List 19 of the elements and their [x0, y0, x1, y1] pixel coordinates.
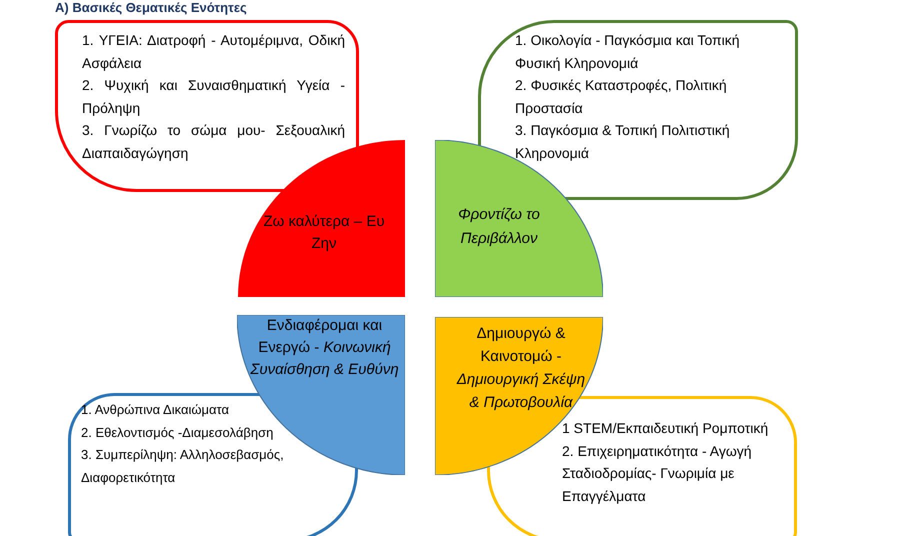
- list-item-text: 1. Οικολογία - Παγκόσμια και Τοπική Φυσική Κληρονομιά: [515, 31, 741, 73]
- theme-title: Ενδιαφέρομαι και Ενεργώ - Κοινωνική Συναίσθηση & Ευθύνη: [249, 316, 400, 380]
- list-item-text: 2. Φυσικές Καταστροφές, Πολιτική Προστασία: [515, 76, 728, 118]
- quarter-circle-segment: [435, 140, 603, 297]
- list-item-text: 2. Επιχειρηματικότητα - Αγωγή Σταδιοδρομίας- Γνωριμία με Επαγγέλματα: [562, 442, 753, 506]
- list-item-text: 2. Ψυχική και Συναισθηματική Υγεία - Πρόληψη: [82, 76, 345, 118]
- theme-title: Δημιουργώ & Καινοτομώ - Δημιουργική Σκέψη & Πρωτοβουλία: [456, 324, 586, 413]
- list-item-text: 3. Γνωρίζω το σώμα μου- Σεξουαλική Διαπαιδαγώγηση: [82, 121, 345, 163]
- rounded-panel: [68, 393, 358, 536]
- quarter-circle-segment: [238, 140, 405, 297]
- theme-title: Φροντίζω το Περιβάλλον: [457, 205, 541, 249]
- list-item-text: 1 STEM/Εκπαιδευτική Ρομποτική: [562, 419, 768, 438]
- list-item-text: 3. Παγκόσμια & Τοπική Πολιτιστική Κληρονομιά: [515, 121, 731, 163]
- list-item-text: 1. Ανθρώπινα Δικαιώματα: [81, 401, 229, 419]
- list-item-text: 1. ΥΓΕΙΑ: Διατροφή - Αυτομέριμνα, Οδική Ασφάλεια: [82, 31, 345, 73]
- list-item-text: 3. Συμπερίληψη: Αλληλοσεβασμός, Διαφορετικότητα: [81, 446, 285, 487]
- diagram-title: Α) Βασικές Θεματικές Ενότητες: [55, 0, 247, 15]
- theme-title: Ζω καλύτερα – Ευ Ζην: [262, 212, 386, 254]
- list-item-text: 2. Εθελοντισμός -Διαμεσολάβηση: [81, 424, 274, 442]
